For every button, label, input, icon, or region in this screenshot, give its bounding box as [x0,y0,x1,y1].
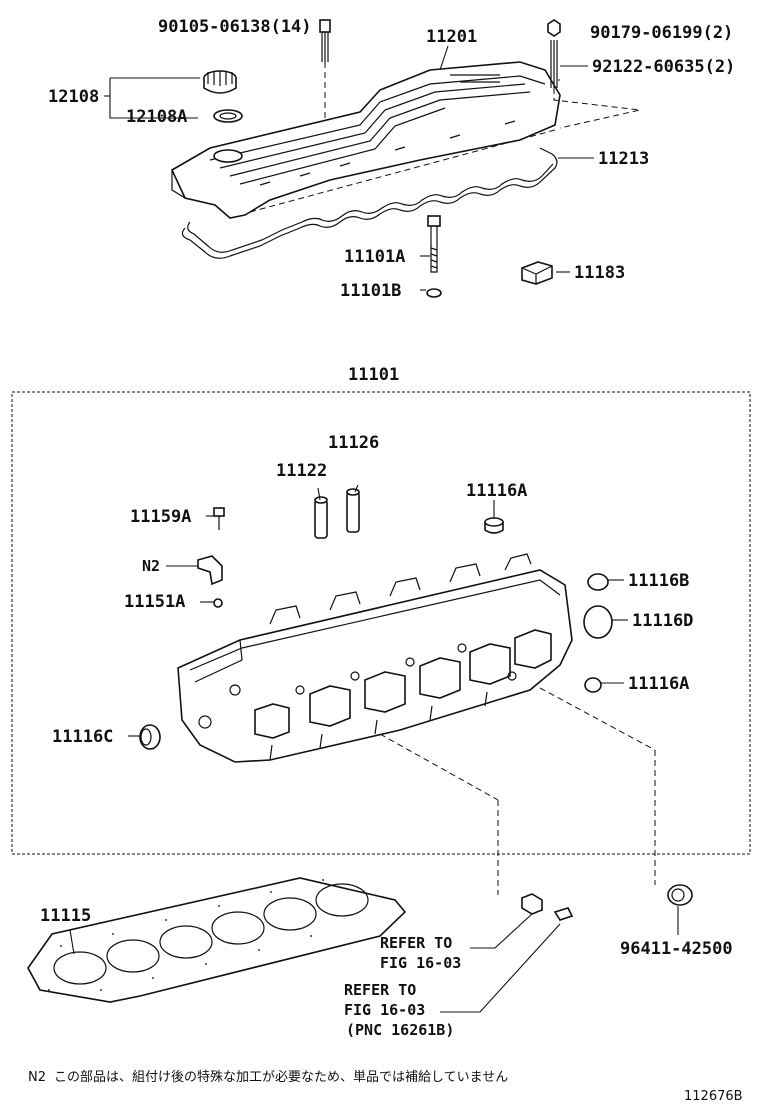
oil-seal [667,884,693,906]
label-plug-11116a-side: 11116A [628,674,689,694]
cylinder-head [177,553,573,763]
valve-guide-bushing [314,496,328,539]
label-washer-11101b: 11101B [340,281,401,301]
ref-plug-1 [521,893,543,915]
footnote-text: この部品は、組付け後の特殊な加工が必要なため、単品では補給していません [54,1069,508,1085]
ref1-line1: REFER TO [380,934,452,952]
label-gasket-11115: 11115 [40,906,91,926]
footnote-mark: N2 [28,1070,46,1085]
label-plug-11151a: 11151A [124,592,185,612]
label-stud-92122: 92122-60635(2) [592,57,735,77]
label-head-11101: 11101 [348,365,399,385]
label-plug-11116d: 11116D [632,611,693,631]
head-plug-d [583,605,613,639]
label-nut-90179: 90179-06199(2) [590,23,733,43]
label-plug-11116b: 11116B [628,571,689,591]
oil-filler-cap [203,70,237,94]
label-seal-96411: 96411-42500 [620,939,733,959]
label-cap-12108: 12108 [48,87,99,107]
cylinder-head-gasket [27,877,407,1003]
union-bolt [213,507,225,530]
label-guide-11122: 11122 [276,461,327,481]
ref2-line2: FIG 16-03 [344,1001,425,1019]
head-cover-bolt [319,19,331,62]
label-cover-11201: 11201 [426,27,477,47]
label-gasket-12108a: 12108A [126,107,187,127]
label-plug-11116c: 11116C [52,727,113,747]
small-plug [213,598,223,608]
label-plug-11116a-top: 11116A [466,481,527,501]
cylinder-head-cover [170,61,561,219]
oil-filler-cap-gasket [213,109,243,123]
label-gasket-11213: 11213 [598,149,649,169]
label-bolt-90105: 90105-06138(14) [158,17,312,37]
head-plug-c [139,724,161,750]
head-plug-top [484,517,504,534]
label-n2-mark: N2 [142,557,160,575]
label-guide-11126: 11126 [328,433,379,453]
label-block-11183: 11183 [574,263,625,283]
head-cover-gasket [181,147,558,259]
upper-leaders [104,45,641,291]
figure-id: 112676B [684,1089,743,1104]
cover-insulator-block [521,261,553,285]
head-bolt-washer [426,288,442,298]
head-bolt [427,215,441,273]
head-plug-a-side [584,677,602,693]
head-plug-b [587,573,609,591]
lower-leaders [69,484,679,1013]
intake-valve-guide [346,488,360,533]
label-bolt-11159a: 11159A [130,507,191,527]
water-outlet-elbow [197,555,223,586]
label-bolt-11101a: 11101A [344,247,405,267]
ref2-line1: REFER TO [344,981,416,999]
ref1-line2: FIG 16-03 [380,954,461,972]
ref-pin-2 [553,907,574,921]
cover-nut-and-stud [547,19,561,88]
ref2-line3: (PNC 16261B) [346,1021,454,1039]
